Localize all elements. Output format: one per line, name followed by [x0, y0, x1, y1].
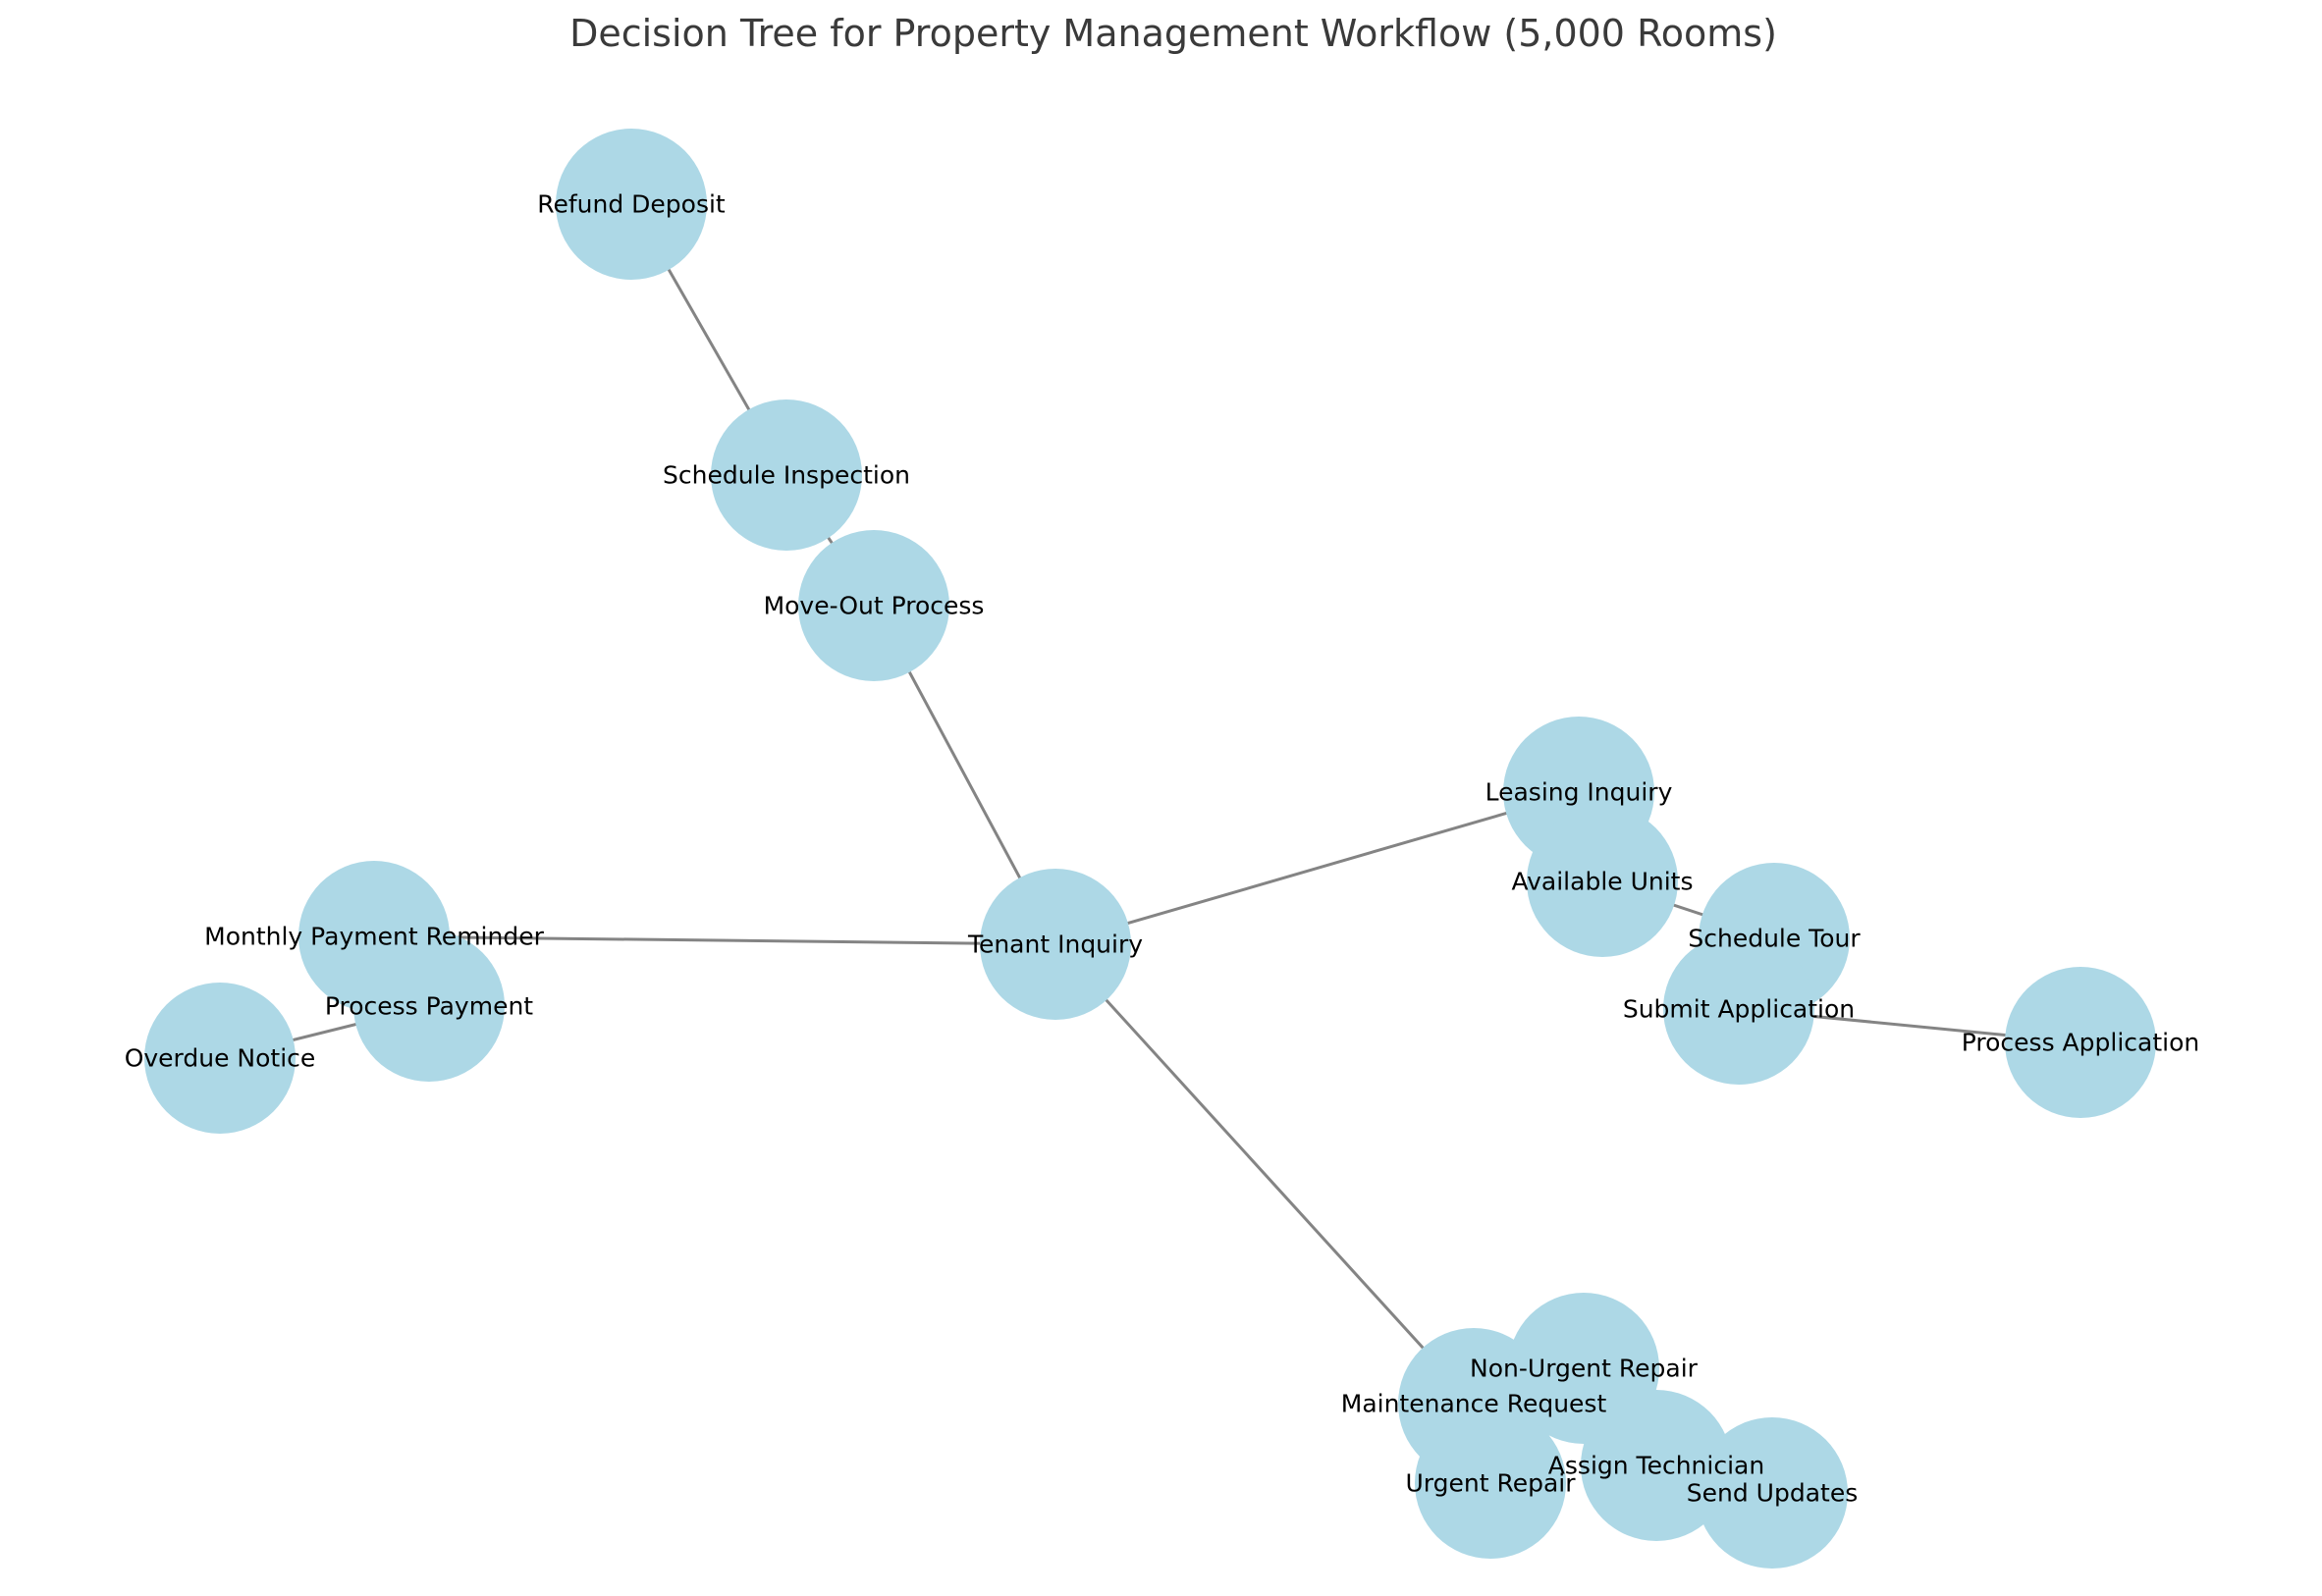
edge-tenant-inquiry--leasing-inquiry — [1054, 790, 1580, 946]
node-refund-deposit — [556, 129, 707, 280]
node-label-urgent-repair: Urgent Repair — [1405, 1469, 1576, 1498]
node-label-schedule-inspection: Schedule Inspection — [663, 461, 910, 490]
node-label-send-updates: Send Updates — [1687, 1479, 1858, 1508]
node-overdue-notice — [144, 983, 296, 1134]
node-label-available-units: Available Units — [1511, 868, 1693, 896]
node-label-leasing-inquiry: Leasing Inquiry — [1485, 778, 1673, 807]
nodes-layer — [144, 129, 2156, 1569]
node-send-updates — [1697, 1417, 1848, 1569]
node-schedule-inspection — [711, 399, 862, 551]
node-label-overdue-notice: Overdue Notice — [125, 1044, 316, 1073]
node-submit-application — [1663, 933, 1814, 1085]
node-tenant-inquiry — [980, 869, 1131, 1020]
edges-layer — [219, 203, 2081, 1495]
node-label-move-out-process: Move-Out Process — [764, 592, 985, 620]
node-label-tenant-inquiry: Tenant Inquiry — [967, 931, 1143, 959]
node-label-process-payment: Process Payment — [325, 992, 533, 1021]
node-process-application — [2005, 967, 2156, 1118]
node-label-schedule-tour: Schedule Tour — [1688, 925, 1861, 953]
node-move-out-process — [798, 530, 949, 681]
edge-tenant-inquiry--monthly-payment-reminder — [373, 934, 1056, 946]
node-label-refund-deposit: Refund Deposit — [537, 190, 726, 219]
node-label-non-urgent-repair: Non-Urgent Repair — [1470, 1355, 1699, 1383]
edge-tenant-inquiry--maintenance-request — [1053, 942, 1476, 1406]
node-label-submit-application: Submit Application — [1623, 995, 1855, 1024]
node-label-assign-technician: Assign Technician — [1548, 1452, 1764, 1480]
diagram-title: Decision Tree for Property Management Wo… — [569, 12, 1777, 55]
node-label-monthly-payment-reminder: Monthly Payment Reminder — [204, 923, 544, 951]
node-process-payment — [353, 931, 505, 1082]
node-label-process-application: Process Application — [1962, 1029, 2199, 1057]
node-label-maintenance-request: Maintenance Request — [1341, 1390, 1607, 1418]
node-available-units — [1527, 806, 1678, 957]
node-urgent-repair — [1415, 1408, 1566, 1559]
node-assign-technician — [1581, 1390, 1732, 1541]
